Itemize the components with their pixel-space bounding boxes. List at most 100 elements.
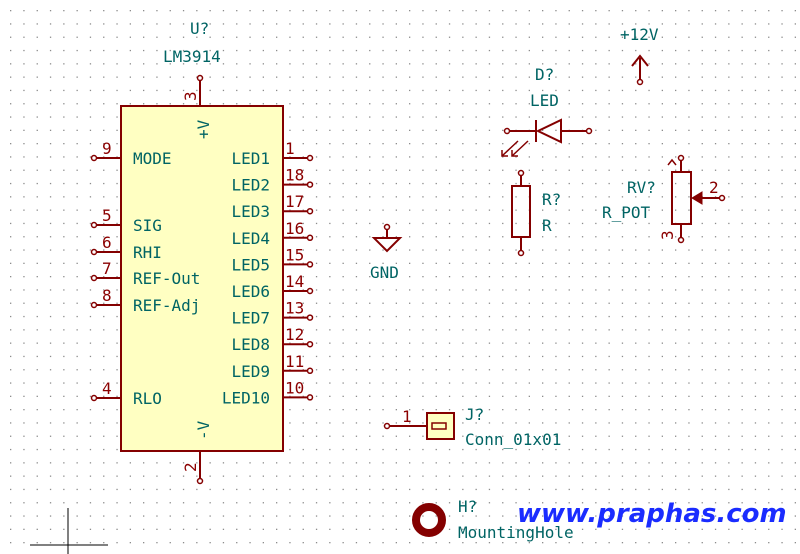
connector-symbol[interactable]: 1 J? Conn_01x01: [383, 405, 562, 449]
grid-dot: [289, 502, 291, 504]
grid-dot: [542, 528, 544, 530]
grid-dot: [475, 302, 477, 304]
grid-dot: [515, 209, 517, 211]
grid-dot: [36, 315, 38, 318]
grid-dot: [369, 209, 371, 211]
lm3914-symbol[interactable]: U? LM3914 3 +V 2 -V 9MODE5SIG6RHI7REF-Ou…: [90, 19, 314, 485]
grid-dot: [262, 475, 264, 477]
grid-dot: [89, 502, 92, 504]
grid-dot: [768, 36, 770, 38]
grid-dot: [116, 488, 118, 491]
grid-dot: [236, 89, 238, 92]
grid-dot: [502, 422, 504, 424]
grid-dot: [515, 262, 517, 264]
grid-dot: [475, 49, 477, 52]
grid-dot: [462, 89, 464, 92]
grid-dot: [89, 448, 92, 451]
grid-dot: [89, 236, 92, 238]
grid-dot: [36, 196, 38, 198]
grid-dot: [701, 528, 703, 530]
grid-dot: [635, 196, 637, 198]
led-symbol[interactable]: D? LED: [501, 65, 593, 157]
grid-dot: [76, 302, 78, 304]
right-pin-number: 13: [285, 299, 304, 318]
grid-dot: [714, 169, 717, 171]
grid-dot: [462, 182, 464, 185]
grid-dot: [342, 143, 344, 145]
grid-dot: [608, 542, 610, 544]
grid-dot: [781, 409, 783, 411]
connector-end: [383, 422, 391, 430]
grid-dot: [409, 329, 411, 331]
potentiometer-symbol[interactable]: RV? R_POT 2 3: [602, 154, 726, 244]
grid-dot: [502, 448, 504, 451]
grid-dot: [369, 63, 371, 65]
grid-dot: [794, 462, 796, 464]
mounting-hole-symbol[interactable]: H? MountingHole: [412, 497, 574, 542]
grid-dot: [675, 289, 677, 291]
grid-dot: [568, 222, 570, 225]
grid-dot: [156, 542, 158, 544]
grid-dot: [675, 196, 677, 198]
grid-dot: [355, 515, 358, 517]
power-12v-symbol[interactable]: +12V: [620, 25, 659, 86]
grid-dot: [369, 169, 371, 171]
grid-dot: [409, 462, 411, 464]
grid-dot: [781, 196, 783, 198]
grid-dot: [661, 289, 663, 291]
grid-dot: [728, 10, 730, 12]
grid-dot: [49, 422, 52, 424]
grid-dot: [488, 369, 491, 371]
grid-dot: [36, 515, 38, 517]
grid-dot: [475, 262, 477, 264]
grid-dot: [315, 36, 318, 38]
grid-dot: [36, 475, 38, 477]
resistor-symbol[interactable]: R? R: [511, 169, 561, 257]
grid-dot: [169, 488, 171, 491]
grid-dot: [63, 169, 65, 171]
grid-dot: [76, 63, 78, 65]
grid-dot: [581, 262, 584, 264]
grid-dot: [661, 502, 663, 504]
grid-dot: [475, 502, 477, 504]
grid-dot: [435, 342, 437, 344]
grid-dot: [595, 409, 597, 411]
grid-dot: [714, 76, 717, 78]
grid-dot: [701, 276, 703, 278]
grid-dot: [781, 395, 783, 397]
grid-dot: [409, 156, 411, 158]
grid-dot: [63, 276, 65, 278]
grid-dot: [595, 422, 597, 424]
grid-dot: [781, 10, 783, 12]
grid-dot: [608, 289, 610, 291]
grid-dot: [555, 528, 557, 530]
left-pin-end: [90, 274, 98, 282]
grid-dot: [116, 355, 118, 358]
grid-dot: [395, 488, 397, 491]
gnd-symbol[interactable]: GND: [370, 223, 403, 283]
grid-dot: [382, 129, 384, 131]
grid-dot: [714, 395, 717, 397]
grid-dot: [355, 488, 358, 491]
grid-dot: [355, 89, 358, 92]
grid-dot: [103, 528, 105, 530]
grid-dot: [741, 222, 743, 225]
grid-dot: [355, 395, 358, 397]
grid-dot: [768, 10, 770, 12]
grid-dot: [462, 209, 464, 211]
grid-dot: [768, 488, 770, 491]
grid-dot: [435, 249, 437, 251]
grid-dot: [209, 103, 211, 105]
grid-dot: [448, 116, 451, 118]
grid-dot: [342, 116, 344, 118]
grid-dot: [462, 329, 464, 331]
grid-dot: [608, 329, 610, 331]
grid-dot: [10, 236, 12, 238]
grid-dot: [156, 488, 158, 491]
grid-dot: [741, 289, 743, 291]
grid-dot: [608, 76, 610, 78]
grid-dot: [116, 475, 118, 477]
grid-dot: [409, 515, 411, 517]
grid-dot: [209, 502, 211, 504]
grid-dot: [395, 409, 397, 411]
